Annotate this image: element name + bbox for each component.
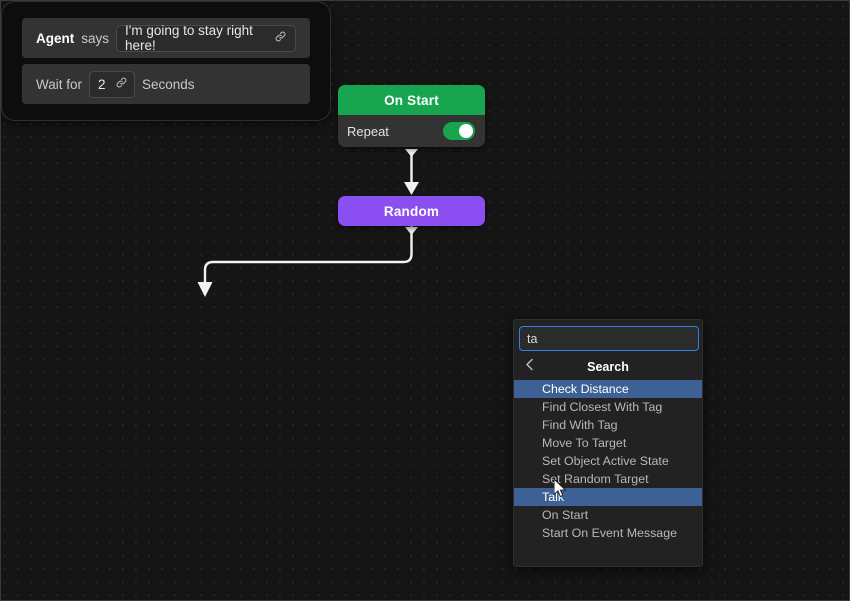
node-on-start[interactable]: On Start Repeat [338,85,485,147]
search-result-item[interactable]: Talk [514,488,702,506]
agent-says-value: I'm going to stay right here! [125,23,253,53]
search-result-item[interactable]: Set Random Target [542,472,649,486]
search-result-item[interactable]: Check Distance [514,380,702,398]
repeat-label: Repeat [347,123,389,139]
search-result-item[interactable]: Find Closest With Tag [542,400,663,414]
node-on-start-title: On Start [338,85,485,115]
wait-seconds-field[interactable]: 2 [89,70,136,98]
link-icon[interactable] [115,76,128,92]
search-panel-title: Search [587,359,629,374]
agent-says-text-field[interactable]: I'm going to stay right here! [116,23,296,53]
link-icon[interactable] [274,30,287,46]
search-result-item[interactable]: Start On Event Message [542,526,677,540]
search-result-item[interactable]: Set Object Active State [542,454,669,468]
statement-agent-says[interactable]: Agent says I'm going to stay right here! [22,18,310,58]
statement-verb: says [81,30,110,46]
search-result-item[interactable]: Move To Target [542,436,627,450]
wait-seconds-value: 2 [98,76,106,92]
node-random[interactable]: Random [338,196,485,226]
wait-for-label: Wait for [36,76,83,92]
chevron-left-icon[interactable] [525,358,534,376]
search-result-item[interactable]: On Start [542,508,589,522]
node-random-title: Random [338,196,485,226]
seconds-label: Seconds [142,76,195,92]
search-panel-header: Search [519,356,697,377]
repeat-toggle[interactable] [443,122,475,140]
node-on-start-row-repeat[interactable]: Repeat [338,115,485,147]
search-input[interactable] [519,326,699,351]
statement-subject: Agent [36,30,75,46]
statement-wait-for[interactable]: Wait for 2 Seconds [22,64,310,104]
search-result-item[interactable]: Find With Tag [542,418,618,432]
node-agent-card[interactable]: Agent says I'm going to stay right here!… [1,1,331,121]
toggle-knob [459,124,473,138]
